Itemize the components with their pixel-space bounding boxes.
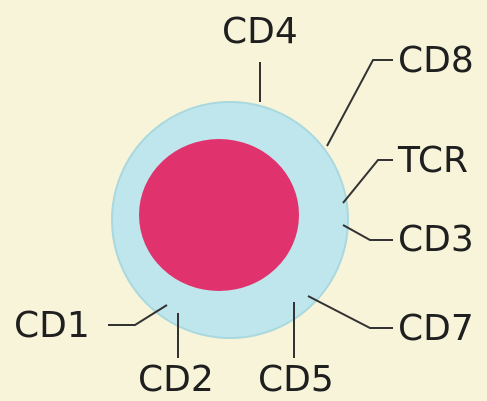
cd8-pointer — [327, 60, 393, 146]
label-cd3: CD3 — [398, 222, 474, 258]
label-cd7: CD7 — [398, 311, 474, 347]
label-cd5: CD5 — [258, 362, 334, 398]
label-cd1: CD1 — [14, 308, 90, 344]
tcr-pointer — [343, 160, 393, 203]
label-cd4: CD4 — [222, 14, 298, 50]
label-cd8: CD8 — [398, 43, 474, 79]
label-tcr: TCR — [398, 143, 468, 179]
cd7-pointer — [308, 296, 393, 328]
nucleus — [139, 139, 299, 291]
label-cd2: CD2 — [138, 362, 214, 398]
cd3-pointer — [343, 225, 393, 240]
